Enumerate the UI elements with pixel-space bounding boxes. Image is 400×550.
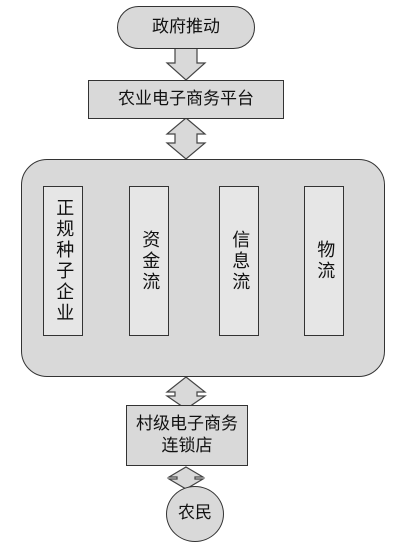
- chain-store-label-line2: 连锁店: [161, 435, 213, 456]
- capital-flow-label: 资金流: [139, 229, 161, 293]
- logistics-box: 物流: [304, 186, 344, 336]
- information-flow-box: 信息流: [219, 186, 259, 336]
- chain-store-label-line1: 村级电子商务: [136, 414, 238, 435]
- seed-company-box: 正规种子企业: [43, 186, 83, 336]
- information-flow-label: 信息流: [229, 229, 251, 293]
- arrow-government-to-platform: [165, 47, 207, 81]
- chain-store-node: 村级电子商务 连锁店: [126, 405, 248, 466]
- government-label: 政府推动: [152, 16, 220, 37]
- seed-company-label: 正规种子企业: [53, 198, 75, 324]
- platform-label: 农业电子商务平台: [118, 88, 254, 109]
- government-node: 政府推动: [117, 6, 255, 49]
- farmer-label: 农民: [178, 503, 212, 524]
- platform-node: 农业电子商务平台: [88, 80, 284, 119]
- logistics-label: 物流: [314, 240, 336, 282]
- capital-flow-box: 资金流: [129, 186, 169, 336]
- farmer-node: 农民: [166, 486, 224, 542]
- arrow-platform-panel: [165, 117, 207, 160]
